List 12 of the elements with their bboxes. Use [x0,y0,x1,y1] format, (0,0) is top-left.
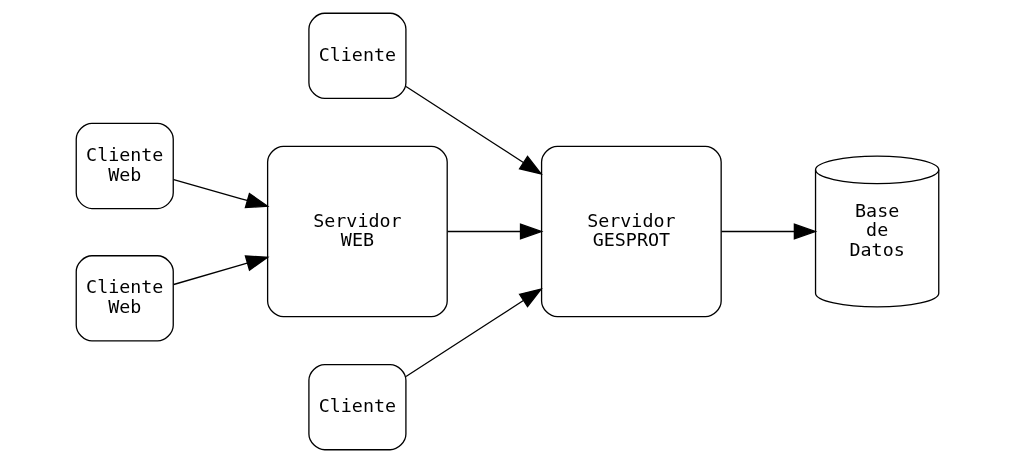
arrow [173,178,270,209]
node-box: Servidor WEB [266,145,448,318]
arrow [720,223,818,240]
node-box: Cliente [308,363,407,451]
node-box: Servidor GESPROT [540,145,722,318]
node-box: Cliente Web [75,122,174,210]
node-box: Cliente [308,12,407,100]
arrow [446,223,544,240]
arrow [405,85,543,175]
node-box: Cliente Web [75,255,174,342]
arrow [173,255,270,286]
arrow [405,288,543,378]
